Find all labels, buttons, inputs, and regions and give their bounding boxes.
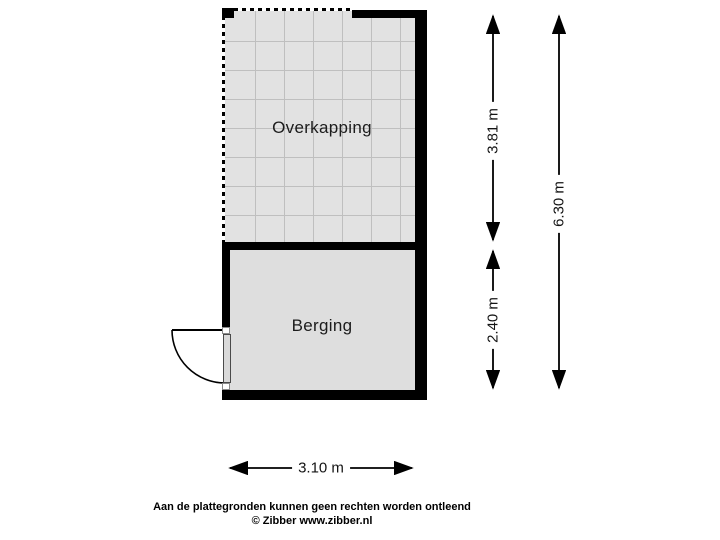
open-side-left-dashed-line: [222, 8, 225, 242]
wall-top: [352, 10, 427, 18]
room-label-berging: Berging: [291, 316, 353, 335]
door-jamb-top: [222, 327, 230, 334]
wall-berging-left: [222, 242, 230, 327]
room-label-overkapping: Overkapping: [272, 118, 372, 137]
dimension-label-overkapping-height: 3.81 m: [482, 102, 504, 160]
wall-right: [415, 10, 427, 400]
dimension-label-total-height: 6.30 m: [548, 175, 570, 233]
wall-divider: [222, 242, 427, 250]
open-side-top-dashed-line: [234, 8, 352, 11]
door-panel: [223, 334, 231, 383]
room-overkapping: [225, 11, 415, 242]
footer-disclaimer: Aan de plattegronden kunnen geen rechten…: [153, 501, 471, 513]
dimension-label-width: 3.10 m: [292, 457, 350, 479]
door-jamb-bottom: [222, 383, 230, 390]
door-swing-arc: [171, 329, 226, 384]
wall-top-left-corner: [222, 8, 234, 18]
footer: Aan de plattegronden kunnen geen rechten…: [153, 500, 471, 528]
wall-bottom: [222, 390, 427, 400]
footer-copyright: © Zibber www.zibber.nl: [251, 515, 373, 527]
room-berging: [230, 250, 415, 390]
dimension-label-berging-height: 2.40 m: [482, 291, 504, 349]
